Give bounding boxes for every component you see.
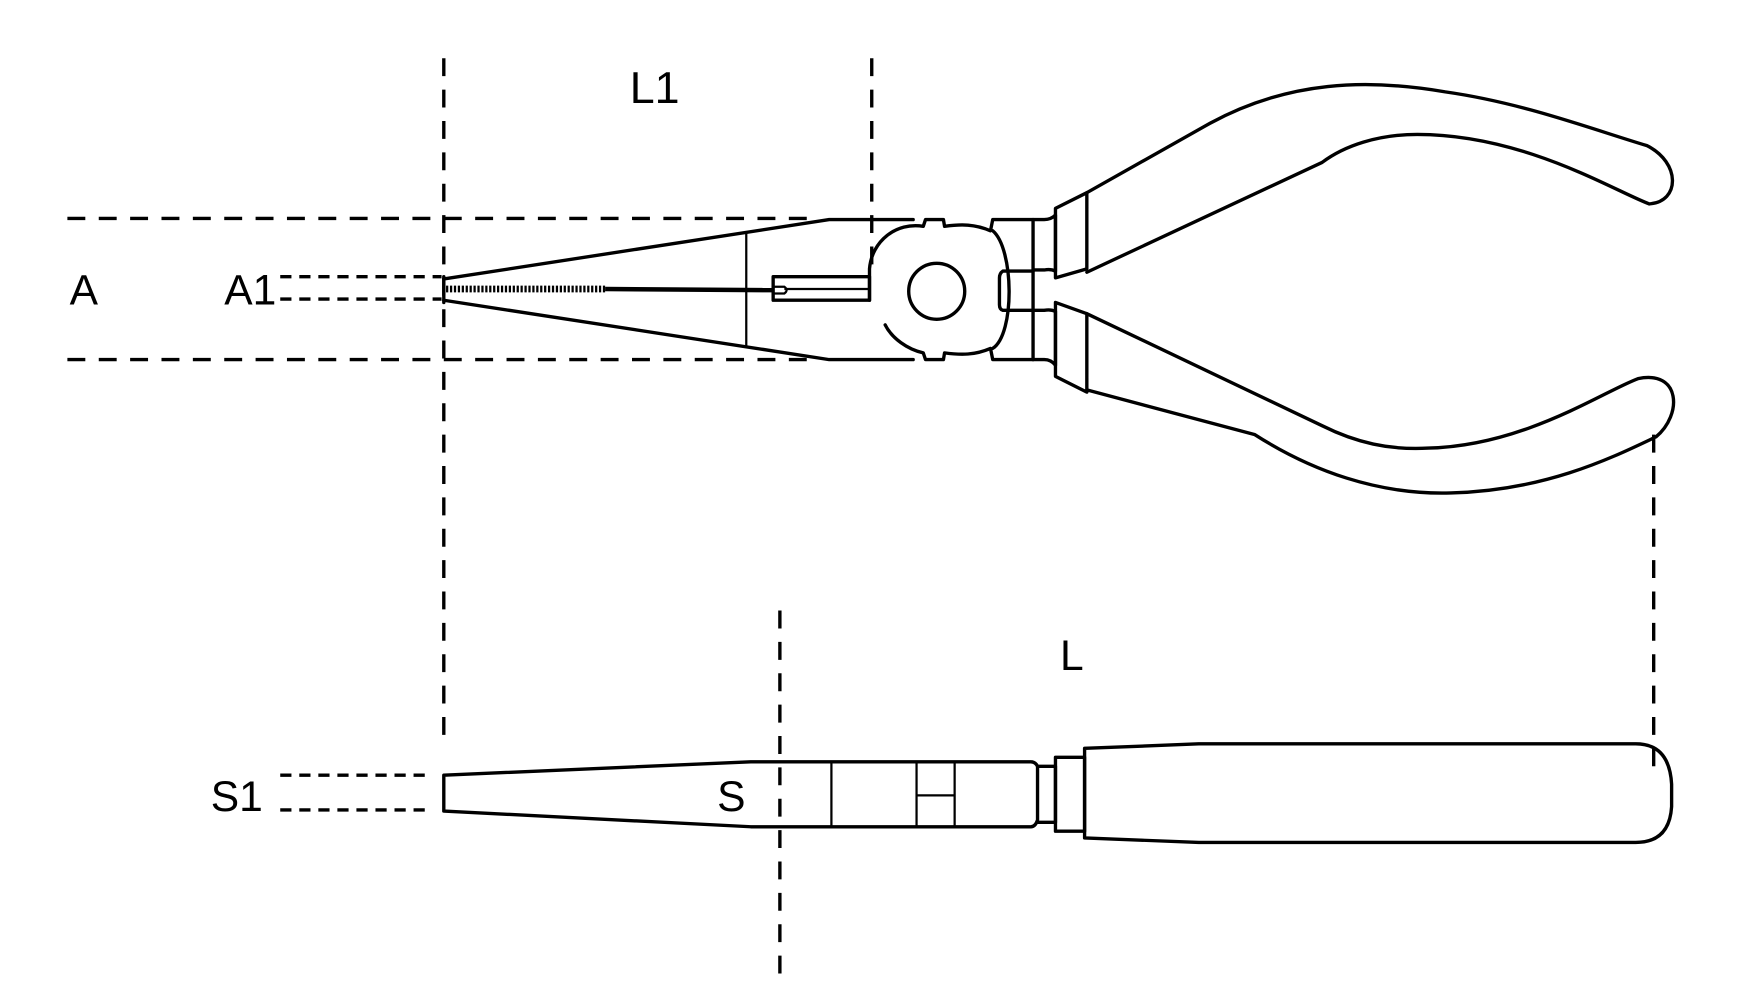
top-collar-2 [1053, 755, 1087, 833]
lower-collar-2 [1053, 300, 1089, 394]
pivot-rivet [907, 261, 967, 321]
top-view [442, 742, 1674, 845]
label-l: L [1060, 632, 1084, 680]
dimension-lines [67, 58, 1656, 981]
joint-outer-curve [991, 229, 1011, 351]
top-collar-1 [1035, 764, 1058, 824]
label-a: A [70, 267, 99, 315]
lower-jaw-outline [442, 298, 915, 362]
label-a1: A1 [224, 267, 276, 315]
label-s1: S1 [211, 773, 263, 821]
jaw-closing-line [605, 286, 774, 293]
upper-collar-2 [1053, 191, 1089, 280]
dimension-labels: L1 A A1 L S S1 [70, 63, 1084, 821]
label-s: S [717, 773, 745, 821]
lower-collar-1 [1031, 308, 1058, 367]
label-l1: L1 [630, 63, 680, 113]
lower-handle [1085, 311, 1676, 495]
joint-head-outline [867, 217, 1035, 362]
side-view [442, 82, 1676, 495]
top-handle [1082, 742, 1674, 845]
jaw-top-outline [442, 760, 1040, 829]
upper-handle [1085, 82, 1675, 274]
joint-notch [997, 269, 1035, 312]
upper-jaw-outline [442, 217, 915, 281]
upper-collar-1 [1031, 213, 1058, 273]
